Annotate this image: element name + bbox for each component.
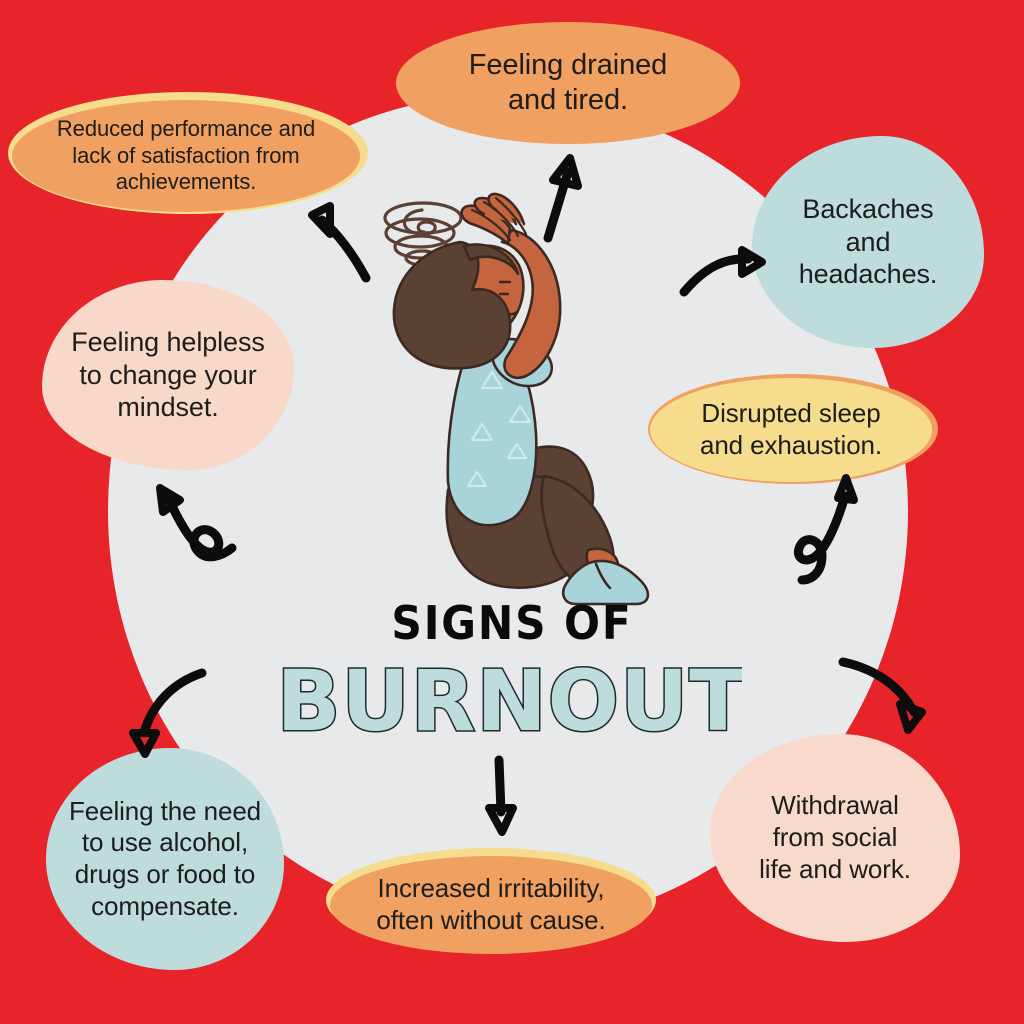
- blob-shape: [12, 100, 360, 212]
- blob-shape: [46, 748, 284, 970]
- blob-shape: [330, 856, 652, 954]
- sign-blob-reduced-performance[interactable]: Reduced performance and lack of satisfac…: [12, 100, 360, 212]
- sign-blob-backaches[interactable]: Backaches and headaches.: [752, 136, 984, 348]
- sign-label-drained: Feeling drained and tired.: [468, 48, 668, 116]
- sign-label-reduced-performance: Reduced performance and lack of satisfac…: [56, 115, 316, 195]
- blob-shape: [752, 136, 984, 348]
- sign-blob-withdrawal[interactable]: Withdrawal from social life and work.: [710, 734, 960, 942]
- sign-label-backaches: Backaches and headaches.: [798, 193, 938, 290]
- blob-shape: [650, 378, 932, 482]
- blob-shape: [42, 280, 294, 470]
- blob-shape: [710, 734, 960, 942]
- sign-label-withdrawal: Withdrawal from social life and work.: [759, 790, 911, 884]
- sign-blob-disrupted-sleep[interactable]: Disrupted sleep and exhaustion.: [650, 378, 932, 482]
- title-block: SIGNS OF BURNOUT: [0, 596, 1024, 752]
- sign-blob-irritability[interactable]: Increased irritability, often without ca…: [330, 856, 652, 954]
- arm-upper: [500, 228, 562, 379]
- sign-label-disrupted-sleep: Disrupted sleep and exhaustion.: [699, 398, 883, 460]
- sign-label-substance-use: Feeling the need to use alcohol, drugs o…: [68, 795, 262, 921]
- sign-label-helpless: Feeling helpless to change your mindset.: [71, 326, 265, 423]
- title-burnout: BURNOUT: [282, 652, 742, 750]
- sign-label-irritability: Increased irritability, often without ca…: [376, 873, 606, 935]
- shirt: [446, 338, 538, 527]
- sock-line: [594, 562, 612, 590]
- title-signs-of: SIGNS OF: [391, 596, 633, 650]
- hand-lines: [470, 196, 528, 242]
- hair-fringe: [462, 243, 520, 276]
- hair: [392, 240, 512, 370]
- blob-shape: [396, 22, 740, 144]
- sign-blob-substance-use[interactable]: Feeling the need to use alcohol, drugs o…: [46, 748, 284, 970]
- burnout-person-illustration: [383, 192, 650, 606]
- sign-blob-helpless[interactable]: Feeling helpless to change your mindset.: [42, 280, 294, 470]
- title-burnout-wrap: BURNOUT: [0, 652, 1024, 752]
- title-burnout-svg: BURNOUT: [282, 652, 742, 752]
- sign-blob-drained[interactable]: Feeling drained and tired.: [396, 22, 740, 144]
